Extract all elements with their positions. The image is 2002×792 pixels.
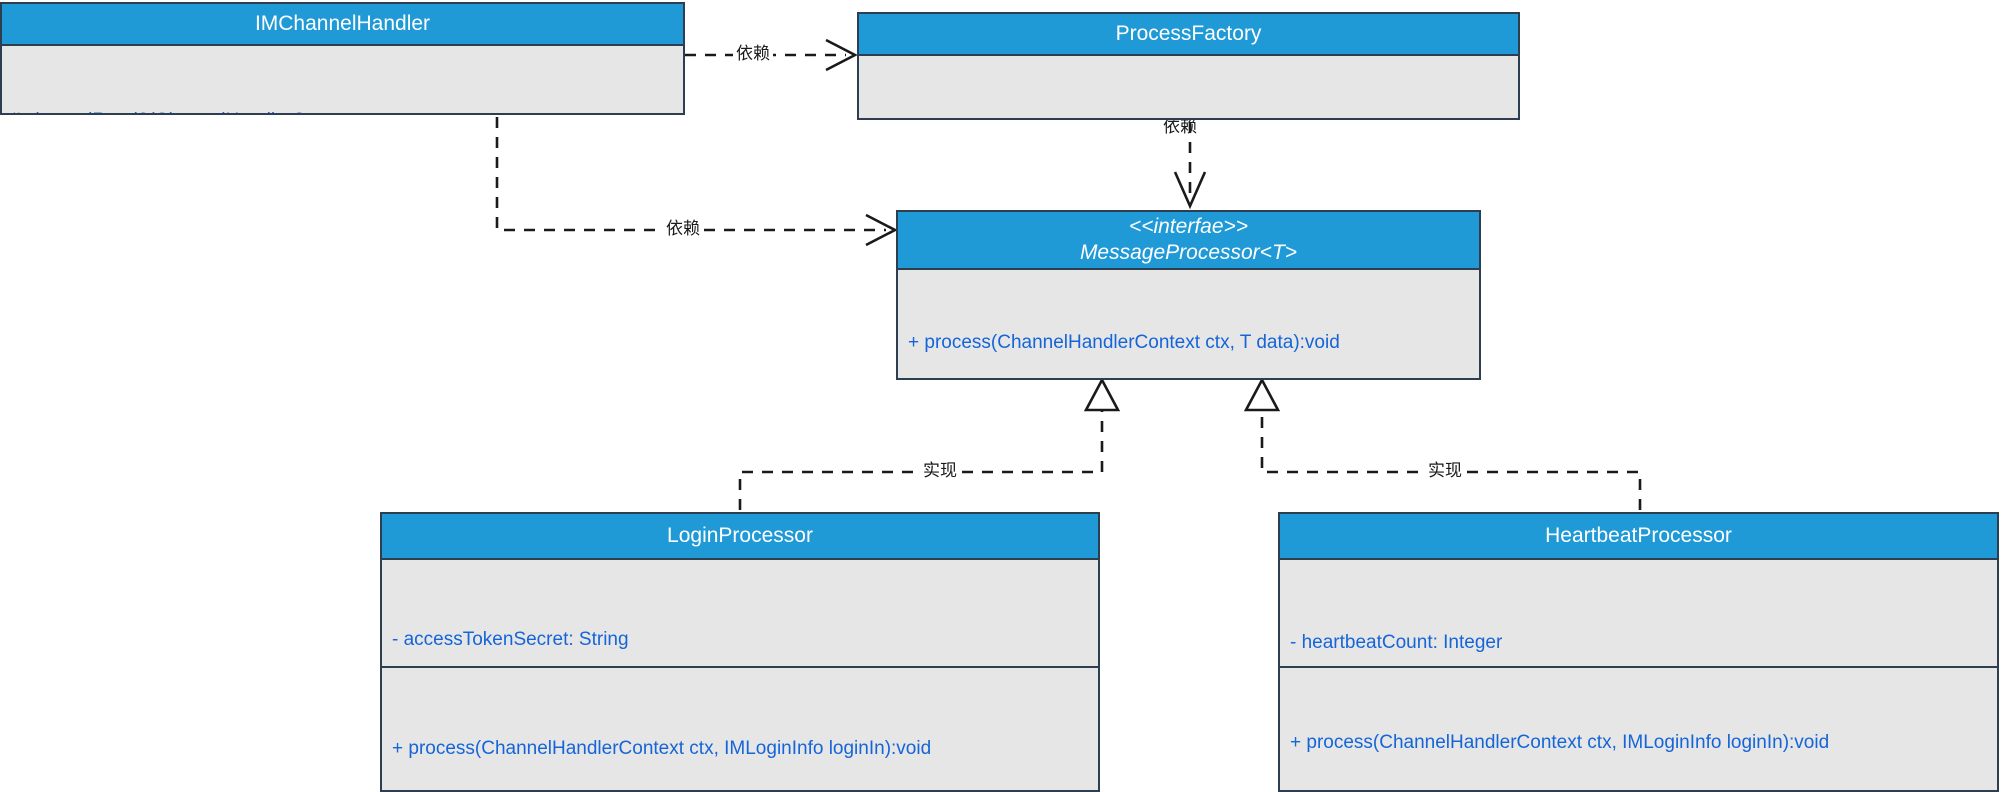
- attribute-item: - accessTokenSecret: String: [392, 629, 629, 651]
- class-box-processfactory[interactable]: ProcessFactory + getProcessor(IMCmdType …: [857, 12, 1520, 120]
- class-title-imchannelhandler: IMChannelHandler: [2, 4, 683, 46]
- edge-label-dependency-handler-to-factory: 依赖: [733, 45, 773, 62]
- class-box-loginprocessor[interactable]: LoginProcessor - accessTokenSecret: Stri…: [380, 512, 1100, 792]
- class-attributes-heartbeatprocessor: - heartbeatCount: Integer - distributedC…: [1280, 560, 1997, 666]
- class-title-heartbeatprocessor: HeartbeatProcessor: [1280, 514, 1997, 560]
- attribute-item: - heartbeatCount: Integer: [1290, 632, 1503, 654]
- method-item: + process(ChannelHandlerContext ctx, T d…: [908, 332, 1340, 354]
- edge-realization-heartbeat-to-processor: [1243, 377, 1642, 510]
- class-methods-loginprocessor: + process(ChannelHandlerContext ctx, IML…: [382, 666, 1098, 790]
- class-methods-processfactory: + getProcessor(IMCmdType cmd): MessagePr…: [859, 56, 1518, 118]
- class-title-messageprocessor: <<interfae>> MessageProcessor<T>: [898, 212, 1479, 270]
- edge-label-dependency-factory-to-processor: 依赖: [1163, 117, 1197, 136]
- edge-label-realization-heartbeat: 实现: [1425, 462, 1465, 479]
- class-title-processfactory: ProcessFactory: [859, 14, 1518, 56]
- method-item: + process(ChannelHandlerContext ctx, IML…: [1290, 732, 1830, 754]
- class-methods-imchannelhandler: # channelRead0(ChannelHandlerContext ctx…: [2, 46, 683, 113]
- interface-name-label: MessageProcessor<T>: [1079, 241, 1298, 264]
- class-methods-heartbeatprocessor: + process(ChannelHandlerContext ctx, IML…: [1280, 666, 1997, 790]
- class-methods-messageprocessor: + process(ChannelHandlerContext ctx, T d…: [898, 270, 1479, 378]
- edge-label-realization-login: 实现: [920, 462, 960, 479]
- class-attributes-loginprocessor: - accessTokenSecret: String - serverId: …: [382, 560, 1098, 666]
- method-item: + process(ChannelHandlerContext ctx, IML…: [392, 738, 932, 760]
- class-box-messageprocessor[interactable]: <<interfae>> MessageProcessor<T> + proce…: [896, 210, 1481, 380]
- edge-realization-login-to-processor: [738, 377, 1121, 510]
- stereotype-label: <<interfae>>: [1128, 214, 1249, 238]
- class-box-heartbeatprocessor[interactable]: HeartbeatProcessor - heartbeatCount: Int…: [1278, 512, 1999, 792]
- class-box-imchannelhandler[interactable]: IMChannelHandler # channelRead0(ChannelH…: [0, 2, 685, 115]
- edge-label-dependency-handler-to-processor: 依赖: [663, 220, 703, 237]
- class-title-loginprocessor: LoginProcessor: [382, 514, 1098, 560]
- method-item: # channelRead0(ChannelHandlerContext ctx…: [10, 108, 673, 113]
